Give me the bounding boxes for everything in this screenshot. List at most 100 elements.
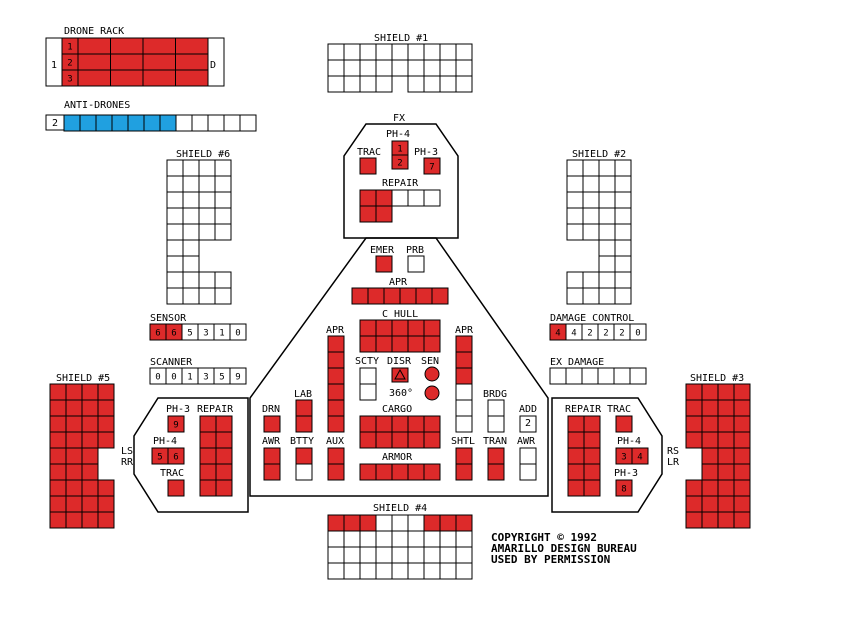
shield6-box[interactable] [166, 191, 184, 209]
prb-box[interactable] [407, 255, 425, 273]
shield1-box[interactable] [391, 59, 409, 77]
shield1-box[interactable] [375, 59, 393, 77]
shield1-box[interactable] [343, 43, 361, 61]
shield3-box[interactable] [701, 431, 719, 449]
shield3-box[interactable] [685, 431, 703, 449]
shield5-box[interactable] [65, 447, 83, 465]
shield5-box[interactable] [97, 479, 115, 497]
repair-left-box[interactable] [215, 463, 233, 481]
shield3-box[interactable] [701, 399, 719, 417]
shield3-box[interactable] [701, 447, 719, 465]
trac-right-box[interactable] [615, 415, 633, 433]
drone-rack-cell[interactable] [142, 53, 176, 71]
shield2-box[interactable] [598, 175, 616, 193]
repair-left-box[interactable] [215, 431, 233, 449]
shield6-box[interactable] [214, 223, 232, 241]
drone-rack-cell[interactable] [142, 37, 176, 55]
shield6-box[interactable] [214, 175, 232, 193]
drn-box[interactable] [263, 415, 281, 433]
shield5-box[interactable] [97, 511, 115, 529]
shield4-box[interactable] [407, 514, 425, 532]
shield3-box[interactable] [717, 511, 735, 529]
chull-box[interactable] [359, 319, 377, 337]
cargo-box[interactable] [359, 431, 377, 449]
anti-drone-box[interactable] [191, 114, 209, 132]
cargo-box[interactable] [391, 431, 409, 449]
drone-rack-cell[interactable] [77, 37, 111, 55]
shield2-box[interactable] [598, 159, 616, 177]
shield6-box[interactable] [214, 191, 232, 209]
shield4-box[interactable] [327, 530, 345, 548]
repair-fwd-box[interactable] [407, 189, 425, 207]
shield3-box[interactable] [717, 495, 735, 513]
shield6-box[interactable] [166, 255, 184, 273]
drone-rack-cell[interactable] [110, 37, 144, 55]
add-box[interactable] [519, 415, 537, 433]
cargo-box[interactable] [407, 415, 425, 433]
shield1-box[interactable] [391, 43, 409, 61]
cargo-box[interactable] [375, 431, 393, 449]
shield6-box[interactable] [182, 239, 200, 257]
drone-rack-cell[interactable] [110, 69, 144, 87]
ph3-left-weapon[interactable] [167, 415, 185, 433]
shield4-box[interactable] [455, 562, 473, 580]
repair-left-box[interactable] [215, 479, 233, 497]
apr-center-box[interactable] [383, 287, 401, 305]
shield1-box[interactable] [455, 43, 473, 61]
shield2-box[interactable] [598, 191, 616, 209]
shield5-box[interactable] [81, 415, 99, 433]
shield6-box[interactable] [214, 287, 232, 305]
shield3-box[interactable] [701, 415, 719, 433]
drone-rack-cell[interactable] [77, 69, 111, 87]
trac-fwd-box[interactable] [359, 157, 377, 175]
shield1-box[interactable] [359, 75, 377, 93]
shield5-box[interactable] [81, 399, 99, 417]
repair-left-box[interactable] [215, 415, 233, 433]
shield3-box[interactable] [701, 511, 719, 529]
anti-drone-box[interactable] [127, 114, 145, 132]
shield6-box[interactable] [182, 223, 200, 241]
shield3-box[interactable] [717, 431, 735, 449]
shield3-box[interactable] [701, 463, 719, 481]
shield5-box[interactable] [65, 495, 83, 513]
drone-rack-cell[interactable] [110, 53, 144, 71]
repair-left-box[interactable] [199, 479, 217, 497]
repair-right-box[interactable] [567, 479, 585, 497]
shield1-box[interactable] [327, 75, 345, 93]
shield6-box[interactable] [182, 191, 200, 209]
chull-box[interactable] [407, 335, 425, 353]
repair-right-box[interactable] [567, 431, 585, 449]
lab-box[interactable] [295, 399, 313, 417]
cargo-box[interactable] [391, 415, 409, 433]
shield3-box[interactable] [717, 463, 735, 481]
shield4-box[interactable] [375, 514, 393, 532]
shield6-box[interactable] [198, 159, 216, 177]
cargo-box[interactable] [375, 415, 393, 433]
apr-left-box[interactable] [327, 383, 345, 401]
shield5-box[interactable] [81, 511, 99, 529]
shield5-box[interactable] [65, 463, 83, 481]
apr-center-box[interactable] [367, 287, 385, 305]
shield1-box[interactable] [455, 75, 473, 93]
shield4-box[interactable] [375, 562, 393, 580]
shield6-box[interactable] [182, 271, 200, 289]
shield2-box[interactable] [614, 271, 632, 289]
shield4-box[interactable] [423, 530, 441, 548]
chull-box[interactable] [391, 319, 409, 337]
shield1-box[interactable] [423, 59, 441, 77]
shield3-box[interactable] [717, 399, 735, 417]
shield5-box[interactable] [97, 431, 115, 449]
shield2-box[interactable] [598, 255, 616, 273]
shield4-box[interactable] [423, 514, 441, 532]
shield5-box[interactable] [49, 431, 67, 449]
shield2-box[interactable] [566, 271, 584, 289]
armor-box[interactable] [407, 463, 425, 481]
repair-right-box[interactable] [583, 463, 601, 481]
shield6-box[interactable] [166, 287, 184, 305]
shield3-box[interactable] [733, 415, 751, 433]
chull-box[interactable] [423, 335, 441, 353]
shield2-box[interactable] [582, 223, 600, 241]
shield6-box[interactable] [166, 159, 184, 177]
anti-drone-box[interactable] [239, 114, 257, 132]
ph4-left-weapon[interactable] [167, 447, 185, 465]
